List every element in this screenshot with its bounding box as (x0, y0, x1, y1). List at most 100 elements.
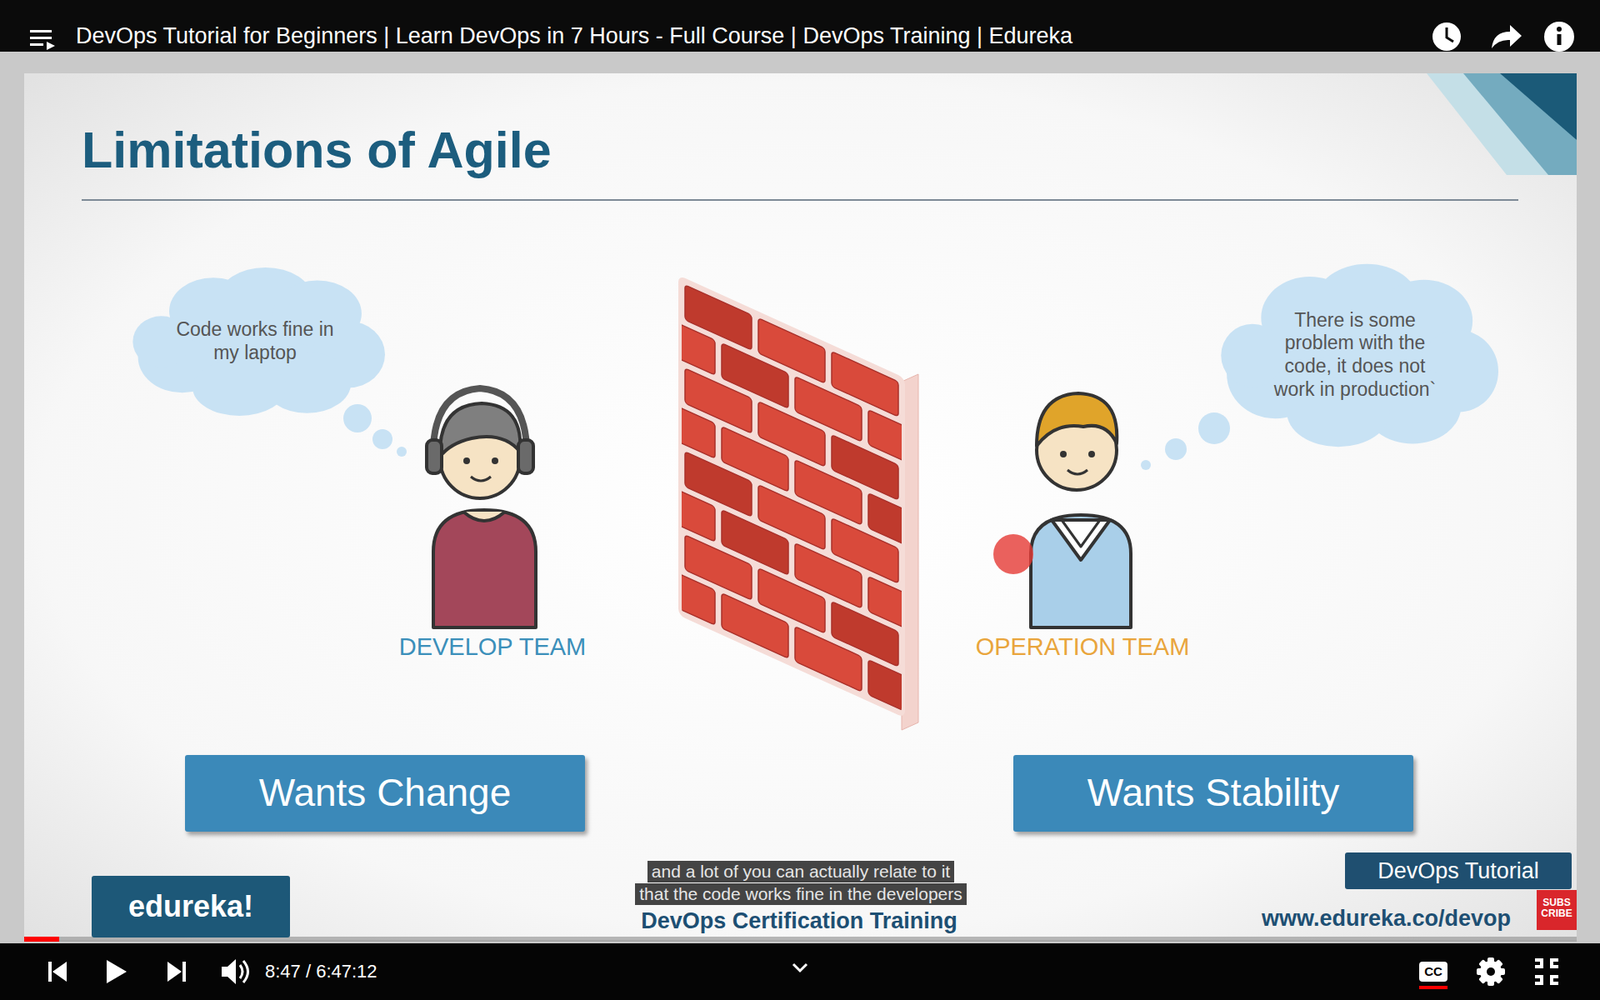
brick (681, 476, 715, 542)
prev-icon (48, 961, 67, 982)
box-label: DevOps Tutorial (1377, 857, 1540, 885)
fullscreen-exit-icon (1535, 960, 1542, 967)
brick (681, 393, 715, 459)
developer-figure (491, 457, 499, 465)
progress-played (24, 936, 60, 942)
share-icon (1491, 25, 1522, 49)
playlist-icon (30, 43, 44, 46)
settings-icon (1478, 959, 1504, 985)
corner-decoration (1426, 73, 1577, 175)
operator-figure (1061, 520, 1100, 547)
slide (24, 73, 1577, 940)
playlist-icon (30, 30, 52, 33)
developer-figure (426, 440, 442, 474)
top-bar (0, 0, 1600, 52)
brick-wall (648, 261, 1045, 782)
brick (795, 626, 862, 692)
thought-cloud: There is some problem with the code, it … (1212, 260, 1499, 450)
series-badge: DevOps Tutorial (1345, 852, 1572, 890)
fullscreen-exit-icon (1535, 976, 1542, 984)
thought-dots (1198, 412, 1230, 445)
brick (868, 660, 902, 714)
clock-icon (1432, 22, 1461, 51)
thought-text: There is some problem with the code, it … (1267, 309, 1443, 401)
brick (681, 560, 715, 625)
next-icon (182, 961, 186, 982)
cloud-lobe (192, 359, 286, 415)
info-icon (1556, 26, 1562, 32)
team-label: OPERATION TEAM (975, 631, 1190, 662)
info-icon (1544, 21, 1575, 52)
operator-figure (1088, 450, 1095, 458)
play-icon (106, 960, 127, 984)
operator-figure (1030, 393, 1131, 628)
settings-icon (1478, 959, 1504, 985)
brick (681, 310, 715, 375)
playlist-icon (30, 36, 52, 40)
trait-box: Wants Change (185, 755, 585, 832)
pointer-dot (993, 534, 1034, 575)
trait-box: Wants Stability (1013, 755, 1414, 832)
volume-icon (243, 960, 249, 983)
settings-icon (1476, 957, 1505, 986)
control-bar (0, 943, 1600, 1000)
developer-figure (440, 403, 520, 457)
subtitle-line: and a lot of you can actually relate to … (647, 860, 955, 883)
subtitle-line: that the code works fine in the develope… (635, 883, 967, 905)
developer-figure (433, 388, 528, 464)
website-url: www.edureka.co/devop (1261, 905, 1511, 934)
cc-text: CC (1424, 964, 1443, 980)
volume-icon (221, 959, 249, 985)
thought-dots (372, 429, 393, 450)
brick-wall (648, 261, 1045, 782)
cloud-lobe (1220, 323, 1284, 387)
settings-icon (1487, 957, 1495, 986)
developer-figure (426, 388, 536, 628)
video-title: DevOps Tutorial for Beginners | Learn De… (75, 22, 1073, 51)
corner-decoration (1500, 73, 1577, 140)
playlist-icon (46, 41, 55, 50)
clock-icon (1446, 27, 1454, 42)
fullscreen-exit-icon (1535, 960, 1559, 984)
next-icon (167, 961, 186, 982)
heading-rule (81, 199, 1519, 201)
volume-icon (240, 965, 243, 979)
brick-wall (681, 280, 902, 714)
fullscreen-exit-icon (1551, 976, 1559, 984)
box-label: edureka! (128, 888, 254, 925)
operator-figure (1036, 393, 1117, 446)
time-display: 8:47 / 6:47:12 (265, 960, 378, 984)
settings-icon (1476, 968, 1505, 975)
volume-icon (221, 959, 236, 985)
prev-icon (52, 961, 67, 982)
course-name: DevOps Certification Training (640, 907, 958, 936)
thought-dots (396, 446, 407, 457)
developer-figure (518, 440, 534, 474)
subscribe-text: SUBS CRIBE (1538, 897, 1575, 919)
thought-text: Code works fine in my laptop (175, 318, 335, 365)
cc-icon (1419, 961, 1448, 982)
cc-underline (1419, 985, 1448, 990)
developer-figure (463, 457, 470, 465)
box-label: Wants Change (259, 770, 512, 816)
operator-figure (1060, 450, 1067, 458)
clock-icon (1432, 22, 1461, 51)
team-label: DEVELOP TEAM (399, 631, 587, 662)
developer-figure (433, 510, 536, 628)
operator-figure (1030, 515, 1131, 628)
share-icon (1491, 25, 1522, 49)
subscribe-badge (1536, 890, 1577, 930)
operator-figure (1051, 520, 1110, 560)
prev-icon (48, 961, 52, 982)
settings-icon (1486, 967, 1495, 976)
thought-dots (1165, 438, 1187, 460)
developer-figure (463, 511, 505, 521)
corner-decoration (1463, 73, 1577, 175)
brick (721, 593, 789, 659)
operator-figure (1067, 470, 1088, 475)
thought-cloud: Code works fine in my laptop (125, 265, 385, 419)
next-icon (167, 961, 182, 982)
info-icon (1557, 34, 1562, 45)
info-icon (1544, 21, 1575, 52)
